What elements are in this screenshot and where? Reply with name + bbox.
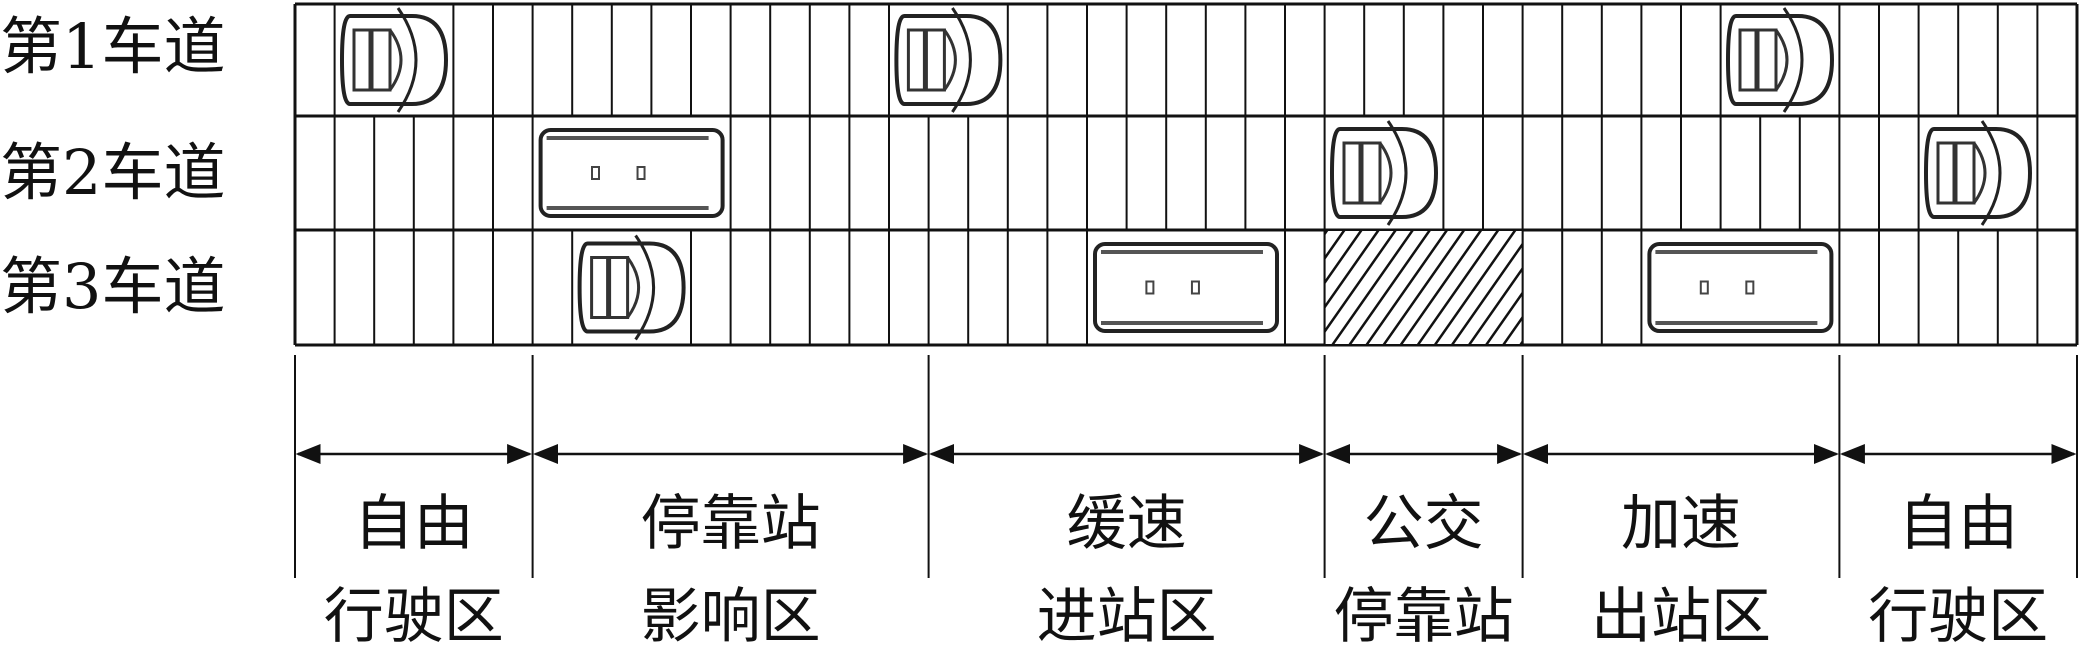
bus-stop-hatched-area bbox=[1323, 229, 1524, 346]
zone-label: 公交停靠站 bbox=[1325, 478, 1523, 664]
zone-label-line1: 自由 bbox=[1898, 489, 2019, 559]
bus-icon bbox=[538, 128, 725, 218]
car-icon bbox=[1923, 120, 2033, 226]
car-icon bbox=[577, 234, 686, 341]
zone-label-line1: 公交 bbox=[1363, 489, 1484, 559]
zone-label-line2: 出站区 bbox=[1590, 582, 1771, 652]
bus-icon bbox=[1093, 242, 1279, 333]
car-icon bbox=[1329, 120, 1439, 226]
bus-icon bbox=[1647, 242, 1834, 333]
zone-label: 自由行驶区 bbox=[295, 478, 533, 664]
zone-label: 停靠站影响区 bbox=[533, 478, 929, 664]
car-icon bbox=[1725, 7, 1835, 113]
zone-label-line2: 行驶区 bbox=[1868, 582, 2049, 652]
lane-label-3: 第3车道 bbox=[0, 250, 226, 323]
zone-label-line2: 进站区 bbox=[1036, 582, 1217, 652]
car-icon bbox=[894, 7, 1003, 113]
zone-label-line1: 加速 bbox=[1620, 489, 1741, 559]
zone-label-line1: 自由 bbox=[353, 489, 474, 559]
lane-label-2: 第2车道 bbox=[0, 136, 226, 209]
zone-label: 缓速进站区 bbox=[929, 478, 1325, 664]
zone-label-line1: 停靠站 bbox=[640, 489, 821, 559]
zone-label-line2: 行驶区 bbox=[323, 582, 504, 652]
zone-label-line2: 停靠站 bbox=[1333, 582, 1514, 652]
zone-label: 加速出站区 bbox=[1523, 478, 1840, 664]
zone-label: 自由行驶区 bbox=[1839, 478, 2077, 664]
car-icon bbox=[339, 7, 449, 113]
zone-label-line2: 影响区 bbox=[640, 582, 821, 652]
lane-label-1: 第1车道 bbox=[0, 10, 226, 83]
zone-label-line1: 缓速 bbox=[1066, 489, 1187, 559]
